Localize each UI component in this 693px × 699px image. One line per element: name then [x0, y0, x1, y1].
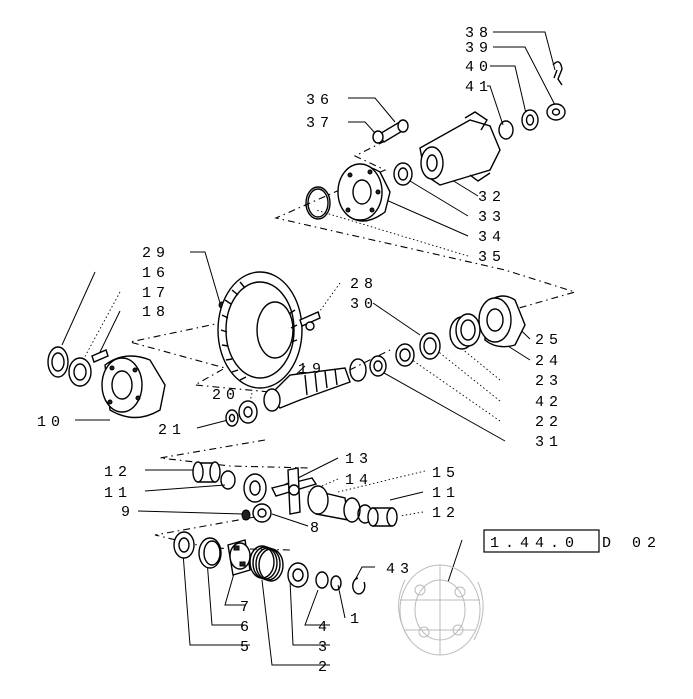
part-38-clip-pin: [552, 61, 563, 86]
label-29: 29: [142, 245, 170, 262]
part-41-o-ring: [498, 120, 514, 140]
part-4-o-ring: [315, 571, 329, 589]
part-39-nut: [546, 103, 566, 121]
part-6-ring: [198, 537, 222, 569]
part-17-bearing-cone: [68, 357, 92, 387]
part-7-clutch-hub: [227, 539, 251, 576]
part-11-ring-left: [220, 470, 236, 490]
part-19-pinion-shaft: [263, 367, 351, 412]
label-20: 20: [212, 387, 240, 404]
label-5: 5: [240, 639, 254, 656]
label-41: 41: [465, 79, 493, 96]
label-18: 18: [142, 304, 170, 321]
label-39: 39: [465, 40, 493, 57]
label-36: 36: [306, 92, 334, 109]
label-11-right: 11: [432, 485, 460, 502]
part-22-o-ring: [349, 358, 367, 382]
part-32-yoke: [419, 111, 501, 186]
part-5-bearing-cup: [173, 531, 195, 559]
label-32: 32: [478, 189, 506, 206]
part-42-washer: [395, 343, 415, 367]
part-25-cover-housing: [478, 295, 526, 348]
label-30: 30: [350, 296, 378, 313]
part-labels: 38 39 40 41 36 37 32 33 34 35 29 16 17 1…: [37, 25, 563, 676]
part-35-o-ring: [305, 186, 331, 220]
part-34-flange-housing: [337, 163, 391, 222]
reference-callout: 1.44.0 D 02: [483, 529, 662, 553]
label-25: 25: [535, 332, 563, 349]
label-14: 14: [345, 472, 373, 489]
part-43-circlip: [352, 577, 366, 595]
part-10-differential-case: [101, 355, 166, 419]
part-12-bushing-left: [192, 461, 221, 483]
part-20-bearing: [238, 400, 258, 424]
leader-lines: [61, 31, 556, 666]
label-19: 19: [298, 361, 326, 378]
part-9-washer: [241, 509, 251, 521]
label-11-left: 11: [104, 485, 132, 502]
label-38: 38: [465, 25, 493, 42]
reference-box: [483, 529, 600, 553]
label-34: 34: [478, 229, 506, 246]
assembly-axes: [129, 140, 577, 551]
part-33-seal: [393, 162, 413, 186]
label-24: 24: [535, 353, 563, 370]
part-24-bearing-cup: [449, 313, 481, 350]
label-13: 13: [345, 451, 373, 468]
reference-suffix: D 02: [602, 535, 662, 552]
part-31-ring: [369, 355, 387, 377]
part-21-washer: [225, 409, 239, 427]
label-6: 6: [240, 619, 254, 636]
label-7: 7: [240, 599, 254, 616]
part-1-snap-ring: [330, 575, 342, 591]
part-15-side-gear-shaft: [307, 485, 361, 523]
label-23: 23: [535, 373, 563, 390]
part-8-planet-gear: [252, 503, 272, 523]
label-3: 3: [318, 639, 332, 656]
label-12-right: 12: [432, 505, 460, 522]
part-16-bearing: [47, 346, 69, 378]
label-43: 43: [386, 561, 414, 578]
label-15: 15: [432, 465, 460, 482]
part-14-spider: [270, 467, 318, 515]
label-2: 2: [318, 659, 332, 676]
part-13-side-gear: [243, 473, 267, 503]
label-22: 22: [535, 414, 563, 431]
label-10: 10: [37, 414, 65, 431]
label-33: 33: [478, 209, 506, 226]
label-31: 31: [535, 434, 563, 451]
part-2-spring: [249, 545, 284, 582]
part-28-bolt: [299, 311, 321, 331]
reference-assembly-sketch: [398, 564, 484, 656]
reference-number: 1.44.0: [490, 535, 580, 552]
part-18-bolt: [91, 349, 109, 363]
label-42: 42: [535, 394, 563, 411]
label-4: 4: [318, 619, 332, 636]
part-40-washer: [521, 109, 539, 131]
part-12-bushing-right: [367, 507, 398, 527]
label-37: 37: [306, 115, 334, 132]
label-16: 16: [142, 265, 170, 282]
part-23-bearing: [419, 332, 441, 360]
label-1: 1: [350, 611, 364, 628]
label-28: 28: [350, 276, 378, 293]
label-8: 8: [310, 520, 324, 537]
label-40: 40: [465, 59, 493, 76]
part-crown-ring-gear: [217, 271, 303, 389]
label-12-left: 12: [104, 464, 132, 481]
label-9: 9: [121, 504, 135, 521]
label-35: 35: [478, 249, 506, 266]
label-21: 21: [158, 422, 186, 439]
part-3-bearing: [287, 562, 309, 588]
part-37-washer: [372, 130, 384, 144]
label-17: 17: [142, 285, 170, 302]
